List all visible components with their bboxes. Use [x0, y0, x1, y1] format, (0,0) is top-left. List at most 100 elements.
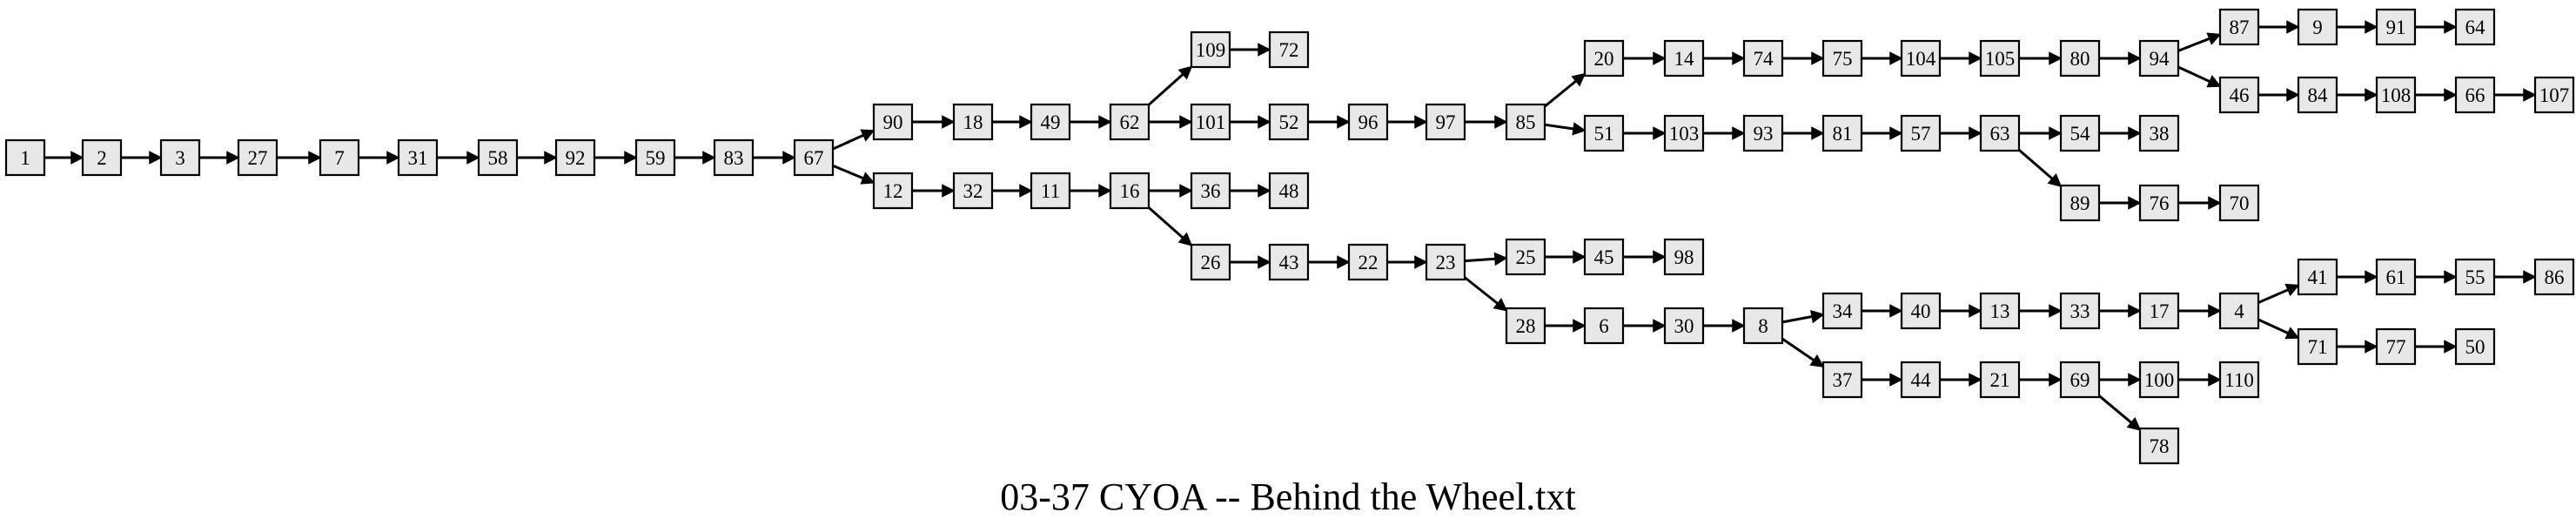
edge-arrowhead-icon [2208, 304, 2222, 318]
node-box [477, 138, 519, 177]
edge-arrowhead-icon [2365, 88, 2378, 102]
edge-59-to-83 [674, 151, 716, 165]
node-92: 92 [554, 138, 596, 177]
node-box [2218, 292, 2260, 330]
edge-69-to-78 [2098, 394, 2142, 431]
node-63: 63 [1979, 114, 2021, 152]
node-49: 49 [1030, 103, 1071, 141]
node-box [1268, 103, 1310, 141]
node-label: 78 [2150, 435, 2170, 457]
node-box [1979, 39, 2021, 78]
edge-63-to-54 [2019, 126, 2063, 140]
edge-line [1148, 206, 1184, 239]
edge-66-to-107 [2494, 88, 2537, 102]
node-label: 25 [1516, 246, 1536, 268]
edge-7-to-31 [359, 151, 400, 165]
node-label: 107 [2539, 84, 2570, 106]
edge-arrowhead-icon [1969, 304, 1982, 318]
node-box [1109, 103, 1150, 141]
edge-71-to-77 [2337, 340, 2378, 354]
edge-17-to-4 [2178, 304, 2222, 318]
edge-3-to-27 [199, 151, 240, 165]
node-label: 97 [1436, 111, 1456, 133]
edge-34-to-40 [1862, 304, 1903, 318]
node-61: 61 [2375, 258, 2417, 296]
node-box [1663, 39, 1705, 78]
node-box [1030, 103, 1071, 141]
edge-arrowhead-icon [308, 151, 322, 165]
edge-69-to-100 [2099, 373, 2142, 387]
edge-arrowhead-icon [2365, 20, 2378, 34]
node-84: 84 [2297, 76, 2338, 114]
edge-arrowhead-icon [2523, 88, 2537, 102]
node-box [1979, 361, 2021, 399]
edge-arrowhead-icon [149, 151, 163, 165]
node-label: 44 [1911, 369, 1932, 391]
edge-arrowhead-icon [2128, 126, 2142, 140]
node-label: 104 [1906, 48, 1936, 70]
node-label: 109 [1196, 39, 1226, 61]
node-43: 43 [1268, 243, 1310, 281]
edge-23-to-28 [1464, 276, 1508, 312]
node-label: 26 [1201, 252, 1221, 273]
node-box [1742, 307, 1784, 345]
node-box [1742, 39, 1784, 78]
edge-arrowhead-icon [1493, 297, 1508, 312]
node-label: 87 [2230, 17, 2250, 38]
node-label: 49 [1041, 111, 1061, 133]
node-label: 63 [1990, 123, 2010, 145]
edge-arrowhead-icon [2286, 20, 2300, 34]
node-109: 109 [1190, 30, 1231, 69]
edge-line [1544, 123, 1574, 131]
edge-arrowhead-icon [386, 151, 400, 165]
edge-line [832, 133, 864, 151]
edge-line [2098, 394, 2132, 424]
edge-arrowhead-icon [1889, 304, 1903, 318]
node-103: 103 [1663, 114, 1705, 152]
edge-1-to-2 [44, 151, 84, 165]
node-label: 72 [1279, 39, 1299, 61]
node-label: 110 [2224, 369, 2254, 391]
node-box [237, 138, 278, 177]
node-93: 93 [1742, 114, 1784, 152]
edge-18-to-49 [992, 115, 1033, 129]
edge-arrowhead-icon [2206, 75, 2222, 88]
node-label: 36 [1201, 180, 1221, 202]
edge-62-to-101 [1149, 115, 1193, 129]
edge-arrowhead-icon [1414, 115, 1428, 129]
node-70: 70 [2218, 184, 2260, 222]
node-97: 97 [1425, 103, 1466, 141]
node-label: 66 [2465, 84, 2485, 106]
node-box [952, 172, 994, 210]
edge-43-to-22 [1308, 255, 1351, 269]
node-label: 96 [1358, 111, 1379, 133]
node-label: 45 [1594, 246, 1614, 268]
node-box [2059, 114, 2101, 152]
edge-arrowhead-icon [2047, 172, 2063, 188]
node-40: 40 [1900, 292, 1942, 330]
node-label: 85 [1516, 111, 1536, 133]
node-label: 61 [2386, 266, 2406, 288]
edge-arrowhead-icon [942, 184, 956, 198]
node-64: 64 [2454, 8, 2496, 46]
node-box [2375, 327, 2417, 366]
edge-85-to-20 [1544, 72, 1587, 108]
node-74: 74 [1742, 39, 1784, 78]
node-box [2138, 184, 2180, 222]
node-38: 38 [2138, 114, 2180, 152]
edge-arrowhead-icon [860, 129, 875, 142]
edge-109-to-72 [1230, 43, 1271, 57]
edge-46-to-84 [2258, 88, 2300, 102]
node-48: 48 [1268, 172, 1310, 210]
node-box [713, 138, 755, 177]
node-label: 69 [2070, 369, 2090, 391]
node-96: 96 [1347, 103, 1389, 141]
node-box [1190, 243, 1231, 281]
node-box [1347, 103, 1389, 141]
edge-line [2177, 37, 2210, 52]
edge-arrowhead-icon [2206, 32, 2222, 45]
node-box [2533, 76, 2575, 114]
edge-line [1781, 315, 1813, 324]
node-box [1583, 238, 1625, 276]
edge-32-to-11 [992, 184, 1033, 198]
